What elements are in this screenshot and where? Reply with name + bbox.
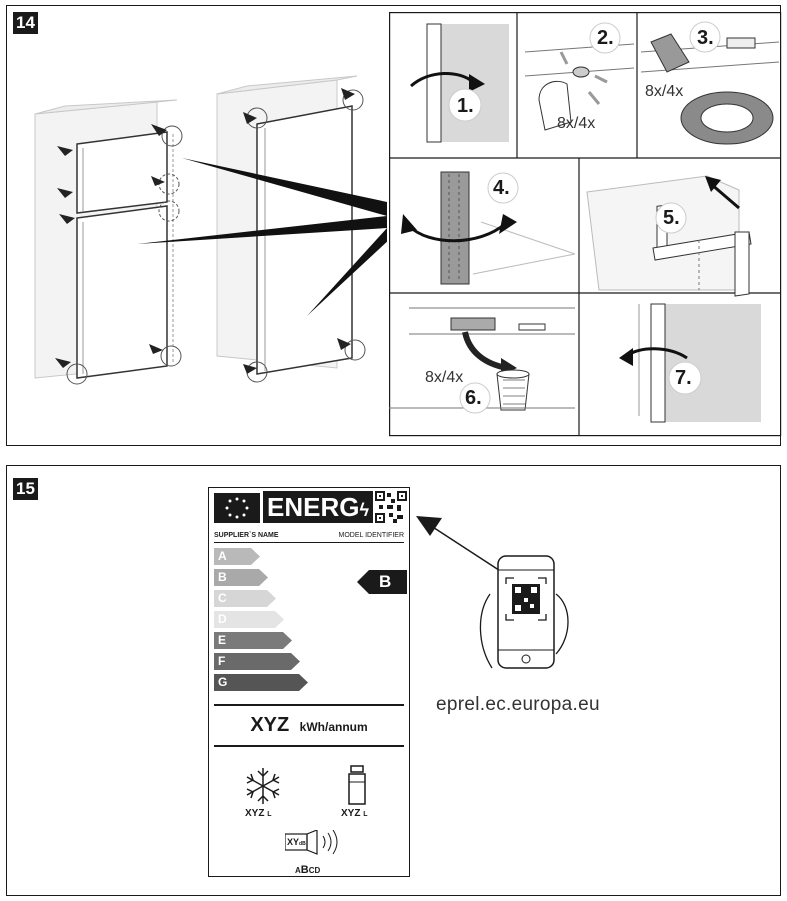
- divider: [214, 542, 404, 543]
- freezer-volume-unit: L: [267, 811, 272, 818]
- step-3-label: 3.: [697, 27, 714, 49]
- energy-title: ENERGϟ: [263, 491, 373, 523]
- energy-class-g: G: [214, 674, 308, 691]
- energy-title-text: ENERG: [267, 492, 360, 522]
- noise-class-rest: CD: [308, 866, 321, 875]
- energy-class-f: F: [214, 653, 300, 670]
- step-2-note: 8x/4x: [557, 115, 595, 132]
- noise-value-box: XYdB: [287, 837, 306, 849]
- noise-icon: XYdB: [284, 829, 341, 861]
- energy-class-d: D: [214, 611, 284, 628]
- snowflake-icon: [243, 766, 283, 811]
- step-1-label: 1.: [457, 95, 474, 117]
- step-5-label: 5.: [663, 207, 680, 229]
- smartphone-icon: [479, 555, 569, 669]
- eu-flag-icon: [214, 493, 260, 523]
- step-6-note: 8x/4x: [425, 369, 463, 386]
- energy-class-letter: G: [218, 675, 228, 689]
- fridge-illustration: [34, 75, 387, 385]
- fridge-volume: XYZ L: [341, 808, 368, 819]
- energy-class-e: E: [214, 632, 292, 649]
- supplier-name: SUPPLIER`S NAME: [214, 532, 279, 539]
- figure-15-number: 15: [13, 478, 38, 500]
- scan-arrow: [416, 516, 509, 577]
- steps-grid: 1. 2. 8x/4x 3. 8x/4x 4. 5. 6. 8x/4x 7.: [389, 12, 782, 437]
- step-3-note: 8x/4x: [645, 83, 683, 100]
- figure-14-number: 14: [13, 12, 38, 34]
- energy-class-b: B: [214, 569, 268, 586]
- freezer-volume: XYZ L: [245, 808, 272, 819]
- divider: [214, 704, 404, 706]
- noise-unit: dB: [299, 841, 306, 847]
- energy-consumption: XYZ kWh/annum: [209, 714, 409, 737]
- energy-class-letter: A: [218, 549, 227, 563]
- noise-class: ABCD: [295, 860, 320, 878]
- step-4-label: 4.: [493, 177, 510, 199]
- energy-class-c: C: [214, 590, 276, 607]
- selected-class-letter: B: [379, 572, 392, 591]
- noise-class-b: B: [300, 864, 309, 876]
- noise-class-a: A: [295, 866, 301, 875]
- step-2-label: 2.: [597, 27, 614, 49]
- divider: [214, 745, 404, 747]
- bolt-icon: ϟ: [359, 500, 369, 520]
- energy-class-letter: E: [218, 633, 227, 647]
- model-identifier: MODEL IDENTIFIER: [338, 532, 404, 539]
- energy-class-letter: B: [218, 570, 227, 584]
- step-7-label: 7.: [675, 367, 692, 389]
- energy-class-letter: F: [218, 654, 226, 668]
- consumption-unit: kWh/annum: [299, 720, 368, 734]
- energy-class-letter: C: [218, 591, 227, 605]
- fridge-volume-value: XYZ: [341, 808, 361, 819]
- energy-label: ENERGϟ SUPPLIER`S NAME MODEL IDENTIFIER …: [208, 487, 410, 877]
- freezer-volume-value: XYZ: [245, 808, 265, 819]
- noise-value: XY: [287, 837, 300, 847]
- fridge-volume-unit: L: [363, 811, 368, 818]
- consumption-value: XYZ: [250, 714, 290, 736]
- energy-class-letter: D: [218, 612, 227, 626]
- fridge-bottle-icon: [347, 764, 367, 811]
- step-6-label: 6.: [465, 387, 482, 409]
- figure-14-panel: 14: [6, 5, 782, 446]
- eprel-url[interactable]: eprel.ec.europa.eu: [436, 694, 600, 715]
- energy-class-a: A: [214, 548, 260, 565]
- selected-class-indicator: B: [357, 570, 409, 599]
- qr-code-icon: [375, 491, 407, 523]
